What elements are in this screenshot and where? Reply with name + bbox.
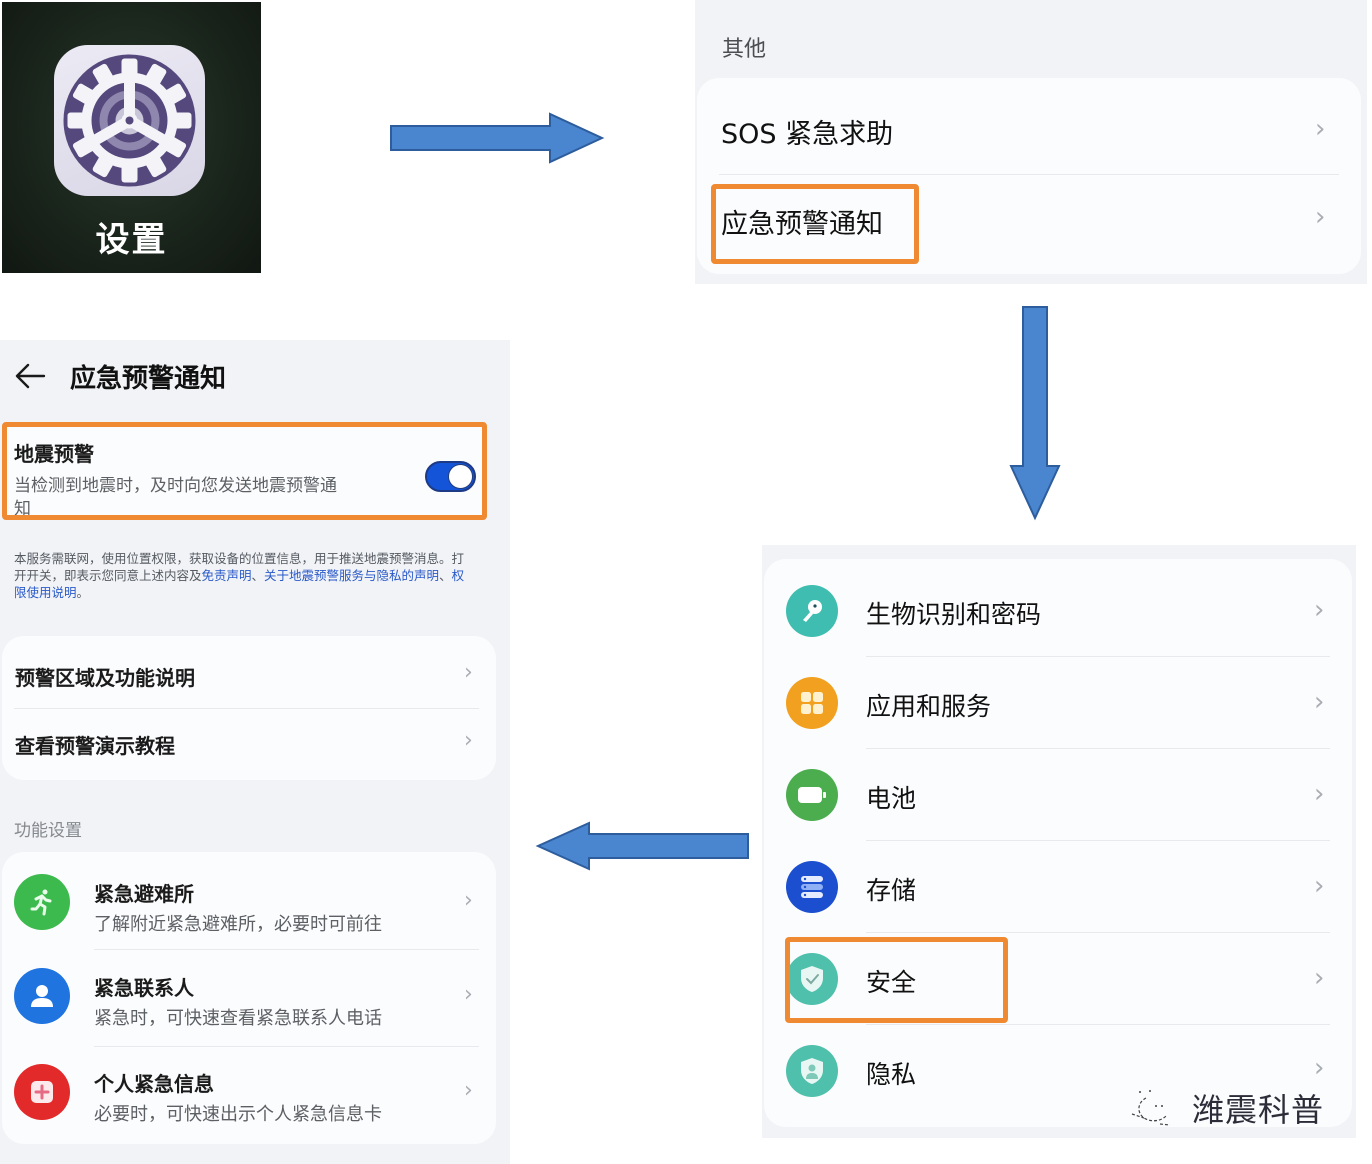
toggle-knob bbox=[448, 464, 473, 489]
contacts-subtitle: 紧急时，可快速查看紧急联系人电话 bbox=[94, 1008, 382, 1029]
legal-sep: 、 bbox=[251, 568, 265, 583]
personal-info-subtitle: 必要时，可快速出示个人紧急信息卡 bbox=[94, 1104, 382, 1125]
list-item-security[interactable]: 安全 › bbox=[764, 933, 1352, 1025]
section-title-features: 功能设置 bbox=[14, 821, 82, 841]
chevron-right-icon: › bbox=[1315, 114, 1326, 144]
divider bbox=[94, 1046, 479, 1047]
arrow-down-icon bbox=[1009, 306, 1061, 521]
chevron-right-icon: › bbox=[464, 888, 473, 913]
person-icon bbox=[14, 968, 70, 1024]
privacy-label: 隐私 bbox=[866, 1060, 917, 1089]
chevron-right-icon: › bbox=[1314, 1053, 1325, 1083]
watermark: 潍震科普 bbox=[1130, 1085, 1324, 1131]
divider bbox=[866, 1024, 1330, 1025]
arrow-right-icon bbox=[390, 112, 605, 164]
settings-card: 生物识别和密码 › 应用和服务 › 电池 › 存储 › bbox=[764, 559, 1352, 1127]
security-label: 安全 bbox=[866, 968, 917, 997]
emergency-alert-page: 应急预警通知 地震预警 当检测到地震时，及时向您发送地震预警通 知 本服务需联网… bbox=[0, 340, 510, 1164]
settings-app-label: 设置 bbox=[95, 220, 168, 260]
emergency-alert-label: 应急预警通知 bbox=[721, 209, 883, 240]
divider bbox=[866, 840, 1330, 841]
divider bbox=[719, 174, 1339, 175]
watermark-text: 潍震科普 bbox=[1192, 1091, 1325, 1129]
apps-grid-icon bbox=[786, 677, 838, 729]
chevron-right-icon: › bbox=[464, 728, 473, 753]
list-item-shelter[interactable]: 紧急避难所 了解附近紧急避难所，必要时可前往 › bbox=[2, 852, 496, 948]
settings-list-panel: 生物识别和密码 › 应用和服务 › 电池 › 存储 › bbox=[762, 545, 1356, 1138]
divider bbox=[866, 748, 1330, 749]
list-item-demo-tutorial[interactable]: 查看预警演示教程 › bbox=[2, 708, 496, 780]
storage-label: 存储 bbox=[866, 876, 917, 905]
divider bbox=[866, 932, 1330, 933]
running-person-icon bbox=[14, 874, 70, 930]
privacy-shield-icon bbox=[786, 1045, 838, 1097]
watermark-logo-icon bbox=[1131, 1090, 1171, 1126]
list-item-battery[interactable]: 电池 › bbox=[764, 749, 1352, 841]
chevron-right-icon: › bbox=[1315, 202, 1326, 232]
chevron-right-icon: › bbox=[464, 982, 473, 1007]
permission-usage-link[interactable]: 权限使用说明 bbox=[14, 568, 465, 600]
earthquake-alert-title: 地震预警 bbox=[14, 442, 94, 466]
earthquake-alert-card: 地震预警 当检测到地震时，及时向您发送地震预警通 知 bbox=[4, 424, 482, 519]
legal-text: 本服务需联网，使用位置权限，获取设备的位置信息，用于推送地震预警消息。打开开关，… bbox=[14, 551, 465, 583]
key-icon bbox=[786, 585, 838, 637]
storage-icon bbox=[786, 861, 838, 913]
highlight-box-earthquake bbox=[2, 422, 487, 520]
list-item-personal-emergency-info[interactable]: 个人紧急信息 必要时，可快速出示个人紧急信息卡 › bbox=[2, 1046, 496, 1142]
chevron-right-icon: › bbox=[1314, 871, 1325, 901]
shelter-subtitle: 了解附近紧急避难所，必要时可前往 bbox=[94, 914, 382, 935]
settings-app-tile[interactable]: 设置 bbox=[2, 2, 261, 273]
list-item-apps-services[interactable]: 应用和服务 › bbox=[764, 657, 1352, 749]
legal-notice: 本服务需联网，使用位置权限，获取设备的位置信息，用于推送地震预警消息。打开开关，… bbox=[14, 550, 474, 601]
list-item-emergency-contacts[interactable]: 紧急联系人 紧急时，可快速查看紧急联系人电话 › bbox=[2, 950, 496, 1046]
list-item-privacy[interactable]: 隐私 › bbox=[764, 1025, 1352, 1117]
personal-info-title: 个人紧急信息 bbox=[94, 1072, 214, 1096]
legal-sep: 、 bbox=[439, 568, 452, 583]
list-item-storage[interactable]: 存储 › bbox=[764, 841, 1352, 933]
demo-tutorial-label: 查看预警演示教程 bbox=[15, 734, 175, 758]
features-card: 紧急避难所 了解附近紧急避难所，必要时可前往 › 紧急联系人 紧急时，可快速查看… bbox=[2, 852, 496, 1144]
battery-label: 电池 bbox=[866, 784, 917, 813]
other-card: SOS 紧急求助 › 应急预警通知 › bbox=[697, 78, 1361, 274]
chevron-right-icon: › bbox=[1314, 687, 1325, 717]
chevron-right-icon: › bbox=[464, 1078, 473, 1103]
divider bbox=[14, 708, 479, 709]
divider bbox=[94, 949, 479, 950]
list-item-biometrics[interactable]: 生物识别和密码 › bbox=[764, 559, 1352, 655]
earthquake-alert-toggle[interactable] bbox=[425, 461, 476, 492]
privacy-statement-link[interactable]: 关于地震预警服务与隐私的声明 bbox=[264, 568, 440, 583]
page-title: 应急预警通知 bbox=[70, 364, 227, 394]
highlight-box-emergency-alert bbox=[711, 184, 919, 264]
sos-label: SOS 紧急求助 bbox=[721, 119, 894, 150]
settings-gear-icon bbox=[54, 45, 205, 196]
alert-area-label: 预警区域及功能说明 bbox=[15, 666, 195, 690]
list-item-emergency-alert[interactable]: 应急预警通知 › bbox=[697, 176, 1361, 274]
contacts-title: 紧急联系人 bbox=[94, 976, 194, 1000]
biometrics-label: 生物识别和密码 bbox=[866, 600, 1042, 629]
section-title-other: 其他 bbox=[722, 37, 767, 62]
medical-card-icon bbox=[14, 1064, 70, 1120]
legal-end: 。 bbox=[76, 585, 90, 600]
earthquake-alert-subtitle-2: 知 bbox=[14, 499, 31, 519]
chevron-right-icon: › bbox=[464, 660, 473, 685]
apps-services-label: 应用和服务 bbox=[866, 692, 992, 721]
list-item-alert-area[interactable]: 预警区域及功能说明 › bbox=[2, 636, 496, 708]
highlight-box-security bbox=[785, 937, 1008, 1023]
divider bbox=[866, 656, 1330, 657]
disclaimer-link[interactable]: 免责声明 bbox=[201, 568, 252, 583]
shield-check-icon bbox=[786, 953, 838, 1005]
shelter-title: 紧急避难所 bbox=[94, 882, 194, 906]
earthquake-alert-subtitle: 当检测到地震时，及时向您发送地震预警通 bbox=[14, 476, 337, 496]
battery-icon bbox=[786, 769, 838, 821]
info-card: 预警区域及功能说明 › 查看预警演示教程 › bbox=[2, 636, 496, 780]
back-arrow-icon[interactable] bbox=[14, 362, 46, 390]
chevron-right-icon: › bbox=[1314, 595, 1325, 625]
chevron-right-icon: › bbox=[1314, 779, 1325, 809]
chevron-right-icon: › bbox=[1314, 963, 1325, 993]
arrow-left-icon bbox=[535, 821, 749, 871]
other-settings-panel: 其他 SOS 紧急求助 › 应急预警通知 › bbox=[695, 0, 1367, 284]
list-item-sos[interactable]: SOS 紧急求助 › bbox=[697, 78, 1361, 176]
